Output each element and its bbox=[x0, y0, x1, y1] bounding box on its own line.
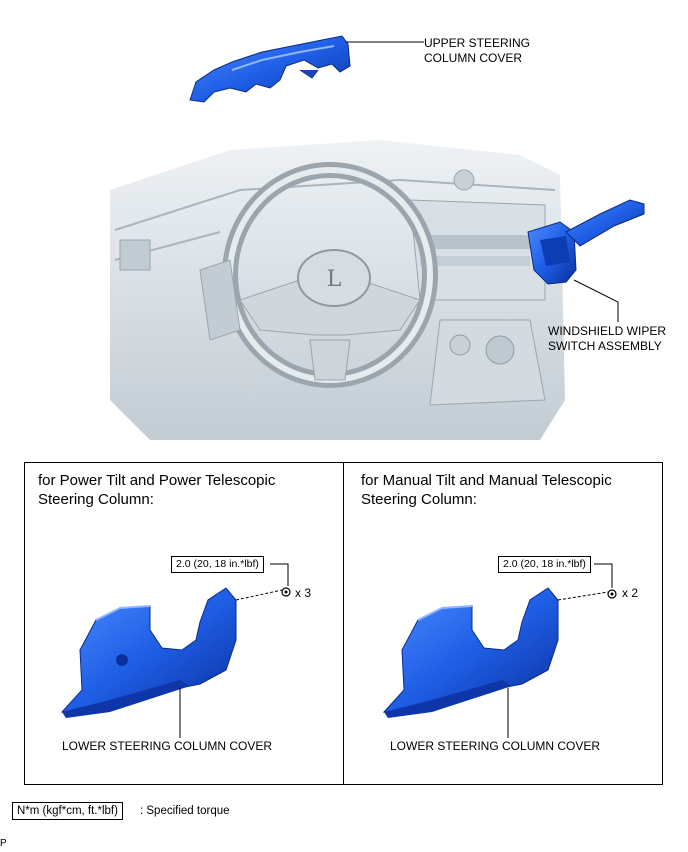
bolt-dash-2 bbox=[557, 591, 609, 601]
lower-cover-label-manual: LOWER STEERING COLUMN COVER bbox=[390, 739, 601, 753]
car-interior-image: L bbox=[110, 140, 565, 440]
bolt-icon-1 bbox=[281, 587, 291, 597]
wiper-switch-leader bbox=[573, 279, 619, 322]
legend-torque-box: N*m (kgf*cm, ft.*lbf) bbox=[12, 802, 123, 820]
lower-cover-label-power: LOWER STEERING COLUMN COVER bbox=[62, 739, 273, 753]
lower-cover-manual bbox=[382, 587, 559, 718]
upper-cover-callout-line-2: COLUMN COVER bbox=[424, 51, 523, 65]
panel-power-heading-line-2: Steering Column: bbox=[38, 491, 154, 508]
panel-manual-heading-line-2: Steering Column: bbox=[361, 491, 477, 508]
bolt-dash-1 bbox=[235, 589, 283, 601]
torque-leader-2 bbox=[594, 563, 613, 588]
panel-power-heading: for Power Tilt and Power Telescopic Stee… bbox=[38, 471, 275, 509]
panel-manual-heading: for Manual Tilt and Manual Telescopic St… bbox=[361, 471, 612, 509]
wiper-switch-callout-line-2: SWITCH ASSEMBLY bbox=[548, 339, 662, 353]
panel-manual-heading-line-1: for Manual Tilt and Manual Telescopic bbox=[361, 472, 612, 489]
footer-mark: P bbox=[0, 838, 7, 849]
bolt-icon-2 bbox=[607, 589, 617, 599]
torque-spec-manual: 2.0 (20, 18 in.*lbf) bbox=[498, 556, 591, 573]
torque-spec-power: 2.0 (20, 18 in.*lbf) bbox=[171, 556, 264, 573]
bolt-quantity-manual: x 2 bbox=[622, 586, 639, 600]
wiper-switch-callout: WINDSHIELD WIPER SWITCH ASSEMBLY bbox=[548, 324, 666, 354]
bolt-quantity-power: x 3 bbox=[295, 586, 312, 600]
wiper-switch-callout-line-1: WINDSHIELD WIPER bbox=[548, 324, 667, 338]
lower-cover-power bbox=[60, 587, 237, 718]
windshield-wiper-switch bbox=[527, 199, 645, 285]
upper-steering-column-cover bbox=[189, 35, 351, 103]
upper-cover-callout-line-1: UPPER STEERING bbox=[424, 36, 531, 50]
svg-text:L: L bbox=[327, 267, 342, 292]
legend-text: : Specified torque bbox=[140, 805, 230, 817]
torque-leader-1 bbox=[270, 563, 289, 586]
panel-power-heading-line-1: for Power Tilt and Power Telescopic bbox=[38, 472, 276, 489]
upper-cover-callout: UPPER STEERING COLUMN COVER bbox=[424, 36, 530, 66]
